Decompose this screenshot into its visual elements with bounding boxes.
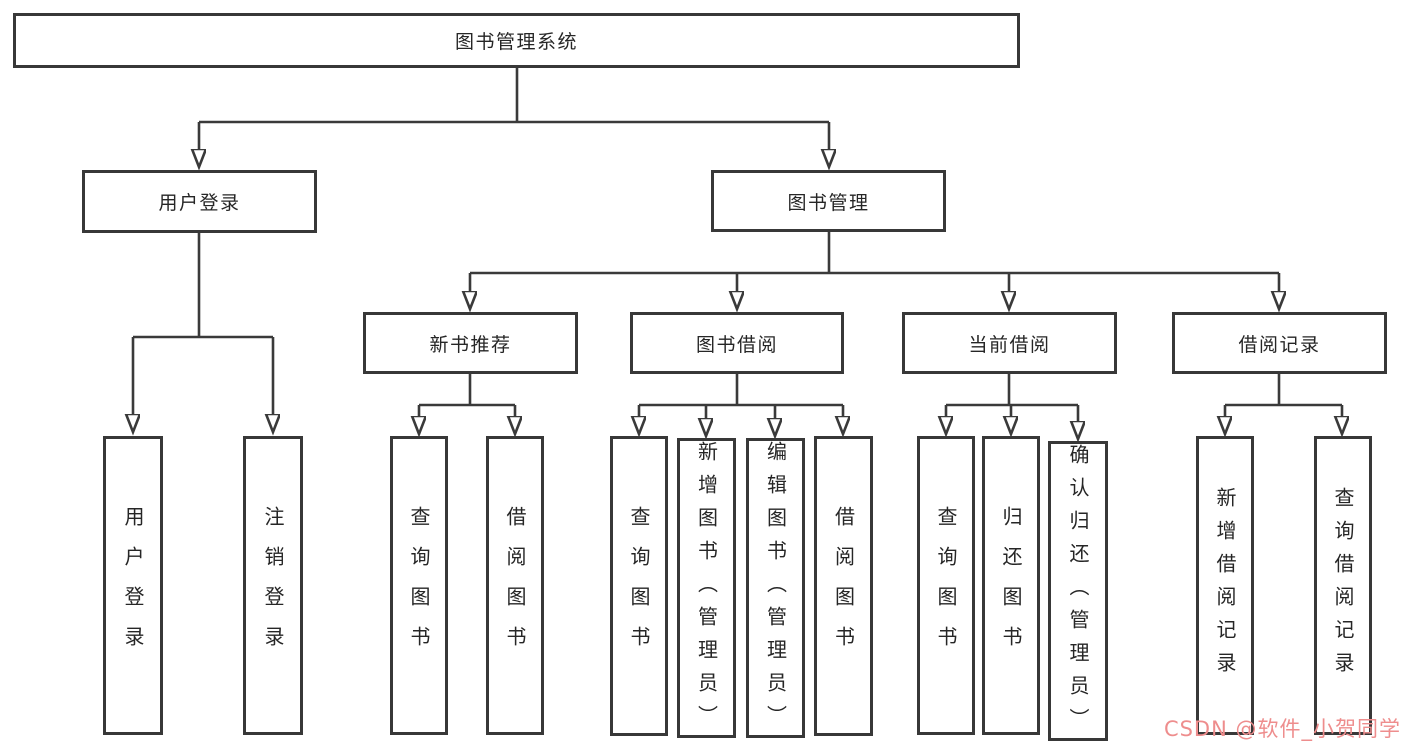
connector-borrow-record (1225, 374, 1342, 407)
connector-book-borrow (639, 374, 843, 407)
connector-user-login (133, 233, 273, 339)
node-new-book-recommend: 新书推荐 (363, 312, 578, 374)
leaf-query-books-current: 查询图书 (917, 436, 975, 735)
connector-root (199, 68, 829, 124)
leaf-query-borrow-record: 查询借阅记录 (1314, 436, 1372, 735)
leaf-borrow-books-recommend: 借阅图书 (486, 436, 544, 735)
node-book-management: 图书管理 (711, 170, 946, 232)
leaf-user-login: 用户登录 (103, 436, 163, 735)
connector-book-mgmt (470, 232, 1279, 275)
connector-new-book-rec (419, 374, 515, 407)
leaf-query-books-recommend: 查询图书 (390, 436, 448, 735)
leaf-confirm-return-admin: 确认归还（管理员） (1048, 441, 1108, 741)
node-user-login: 用户登录 (82, 170, 317, 233)
leaf-return-books: 归还图书 (982, 436, 1040, 735)
node-book-borrow: 图书借阅 (630, 312, 844, 374)
connector-current-borrow (946, 374, 1078, 407)
leaf-query-books-borrow: 查询图书 (610, 436, 668, 736)
node-current-borrow: 当前借阅 (902, 312, 1117, 374)
leaf-add-books-admin: 新增图书（管理员） (677, 438, 736, 738)
node-library-management-system: 图书管理系统 (13, 13, 1020, 68)
leaf-edit-books-admin: 编辑图书（管理员） (746, 438, 805, 738)
leaf-borrow-books: 借阅图书 (814, 436, 873, 736)
node-borrow-record: 借阅记录 (1172, 312, 1387, 374)
csdn-watermark: CSDN @软件_小贺同学 (1163, 717, 1401, 741)
leaf-logout: 注销登录 (243, 436, 303, 735)
leaf-add-borrow-record: 新增借阅记录 (1196, 436, 1254, 735)
